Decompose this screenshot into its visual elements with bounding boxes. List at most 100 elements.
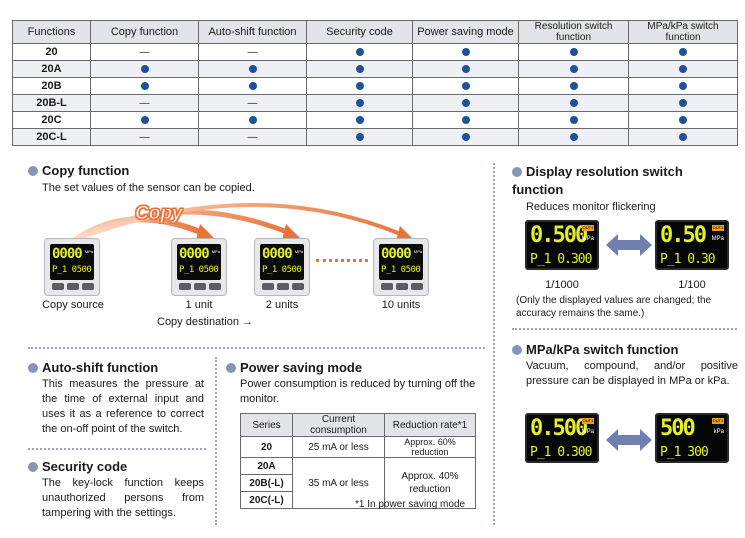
function-cell <box>628 111 738 129</box>
supported-dot-icon <box>140 116 149 125</box>
bullet-icon <box>28 462 38 472</box>
divider-right-section <box>512 328 737 330</box>
series-cell: 20 <box>240 436 293 458</box>
sensor-sub-value: P_1 0500 <box>381 265 421 275</box>
vertical-divider-right <box>493 163 495 525</box>
out1-indicator: OUT1 <box>582 225 594 231</box>
supported-dot-icon <box>355 48 364 57</box>
resolution-desc: Reduces monitor flickering <box>526 201 656 213</box>
bullet-icon <box>226 363 236 373</box>
table-row: 20B-L — — <box>12 94 738 112</box>
supported-dot-icon <box>679 65 687 74</box>
table-row: 20—— <box>12 43 738 61</box>
function-cell <box>628 43 738 61</box>
not-supported-dash-icon: — <box>139 47 150 58</box>
header-power-saving: Power saving mode <box>412 20 519 44</box>
sensor-copy-source: 0000 MPa P_1 0500 <box>44 238 100 296</box>
lcd-sub-value: P_1 0.30 <box>660 252 716 267</box>
copy-banner: Copy <box>135 203 183 225</box>
model-cell: 20B-L <box>12 94 91 112</box>
function-cell <box>518 111 629 129</box>
function-cell <box>90 111 199 129</box>
mpakpa-desc: Vacuum, compound, and/or positive pressu… <box>526 360 738 387</box>
copy-arrows-graphic <box>73 203 414 243</box>
sensor-screen: 0000 MPa P_1 0500 <box>260 244 304 280</box>
supported-dot-icon <box>355 116 364 125</box>
resolution-1000-label: 1/1000 <box>545 279 579 291</box>
sensor-main-value: 0000 <box>381 246 412 262</box>
model-cell: 20B <box>12 77 91 95</box>
sensor-screen: 0000 MPa P_1 0500 <box>379 244 423 280</box>
double-arrow-icon <box>606 234 652 256</box>
unit-10-label: 10 units <box>381 299 421 311</box>
power-table: Series Current consumption Reduction rat… <box>240 413 476 509</box>
not-supported-dash-icon: — <box>247 98 258 109</box>
resolution-note: (Only the displayed values are changed; … <box>516 295 712 319</box>
divider-auto-security <box>28 448 206 450</box>
function-cell: — <box>90 128 199 146</box>
supported-dot-icon <box>679 116 687 125</box>
not-supported-dash-icon: — <box>247 132 258 143</box>
table-row: 20C-L—— <box>12 128 738 146</box>
sensor-buttons <box>179 283 221 290</box>
function-cell <box>412 111 519 129</box>
supported-dot-icon <box>679 82 687 91</box>
current-cell: 35 mA or less <box>292 457 385 509</box>
supported-dot-icon <box>461 116 470 125</box>
sensor-unit-2: 0000 MPa P_1 0500 <box>254 238 310 296</box>
lcd-unit: MPa <box>581 429 594 435</box>
sensor-main-value: 0000 <box>179 246 210 262</box>
supported-dot-icon <box>355 82 364 91</box>
supported-dot-icon <box>248 65 257 74</box>
table-row: 20A 35 mA or less Approx. 40% reduction <box>240 457 476 509</box>
power-heading: Power saving mode <box>226 360 362 375</box>
sensor-screen: 0000 MPa P_1 0500 <box>50 244 94 280</box>
copy-function-heading: Copy function <box>28 163 129 178</box>
power-header-row: Series Current consumption Reduction rat… <box>240 413 476 437</box>
reduction-cell: Approx. 60% reduction <box>384 436 476 458</box>
supported-dot-icon <box>461 82 470 91</box>
table-row: 20A <box>12 60 738 78</box>
lcd-sub-value: P_1 300 <box>660 445 709 460</box>
sensor-screen: 0000 MPa P_1 0500 <box>177 244 221 280</box>
lcd-resolution-100: 0.50 OUT1 MPa P_1 0.30 <box>655 220 729 270</box>
lcd-main-value: 0.500 <box>530 223 588 248</box>
bullet-icon <box>512 345 522 355</box>
autoshift-desc: This measures the pressure at the time o… <box>42 378 204 435</box>
supported-dot-icon <box>679 99 687 108</box>
function-cell <box>306 111 413 129</box>
supported-dot-icon <box>461 48 470 57</box>
header-auto-shift: Auto-shift function <box>198 20 307 44</box>
sensor-unit-1: 0000 MPa P_1 0500 <box>171 238 227 296</box>
not-supported-dash-icon: — <box>139 98 150 109</box>
model-cell: 20C-L <box>12 128 91 146</box>
function-cell <box>628 128 738 146</box>
lcd-sub-value: P_1 0.300 <box>530 252 592 267</box>
not-supported-dash-icon: — <box>247 47 258 58</box>
supported-dot-icon <box>569 65 578 74</box>
function-cell <box>198 77 307 95</box>
function-cell <box>518 128 629 146</box>
supported-dot-icon <box>248 82 257 91</box>
model-cell: 20A <box>12 60 91 78</box>
header-functions: Functions <box>12 20 91 44</box>
header-copy-function: Copy function <box>90 20 199 44</box>
supported-dot-icon <box>569 82 578 91</box>
function-cell: — <box>90 94 199 112</box>
supported-dot-icon <box>569 133 578 142</box>
unit-2-label: 2 units <box>265 299 299 311</box>
supported-dot-icon <box>569 99 578 108</box>
sensor-sub-value: P_1 0500 <box>179 265 219 275</box>
supported-dot-icon <box>461 65 470 74</box>
sensor-buttons <box>262 283 304 290</box>
out1-indicator: OUT1 <box>712 225 724 231</box>
lcd-main-value: 500 <box>660 416 696 441</box>
function-cell <box>518 77 629 95</box>
copy-source-label: Copy source <box>42 299 104 311</box>
function-cell <box>306 43 413 61</box>
copy-function-desc: The set values of the sensor can be copi… <box>42 182 255 194</box>
supported-dot-icon <box>679 48 687 57</box>
function-cell <box>198 111 307 129</box>
function-cell <box>518 60 629 78</box>
series-cell: 20A <box>240 457 293 475</box>
